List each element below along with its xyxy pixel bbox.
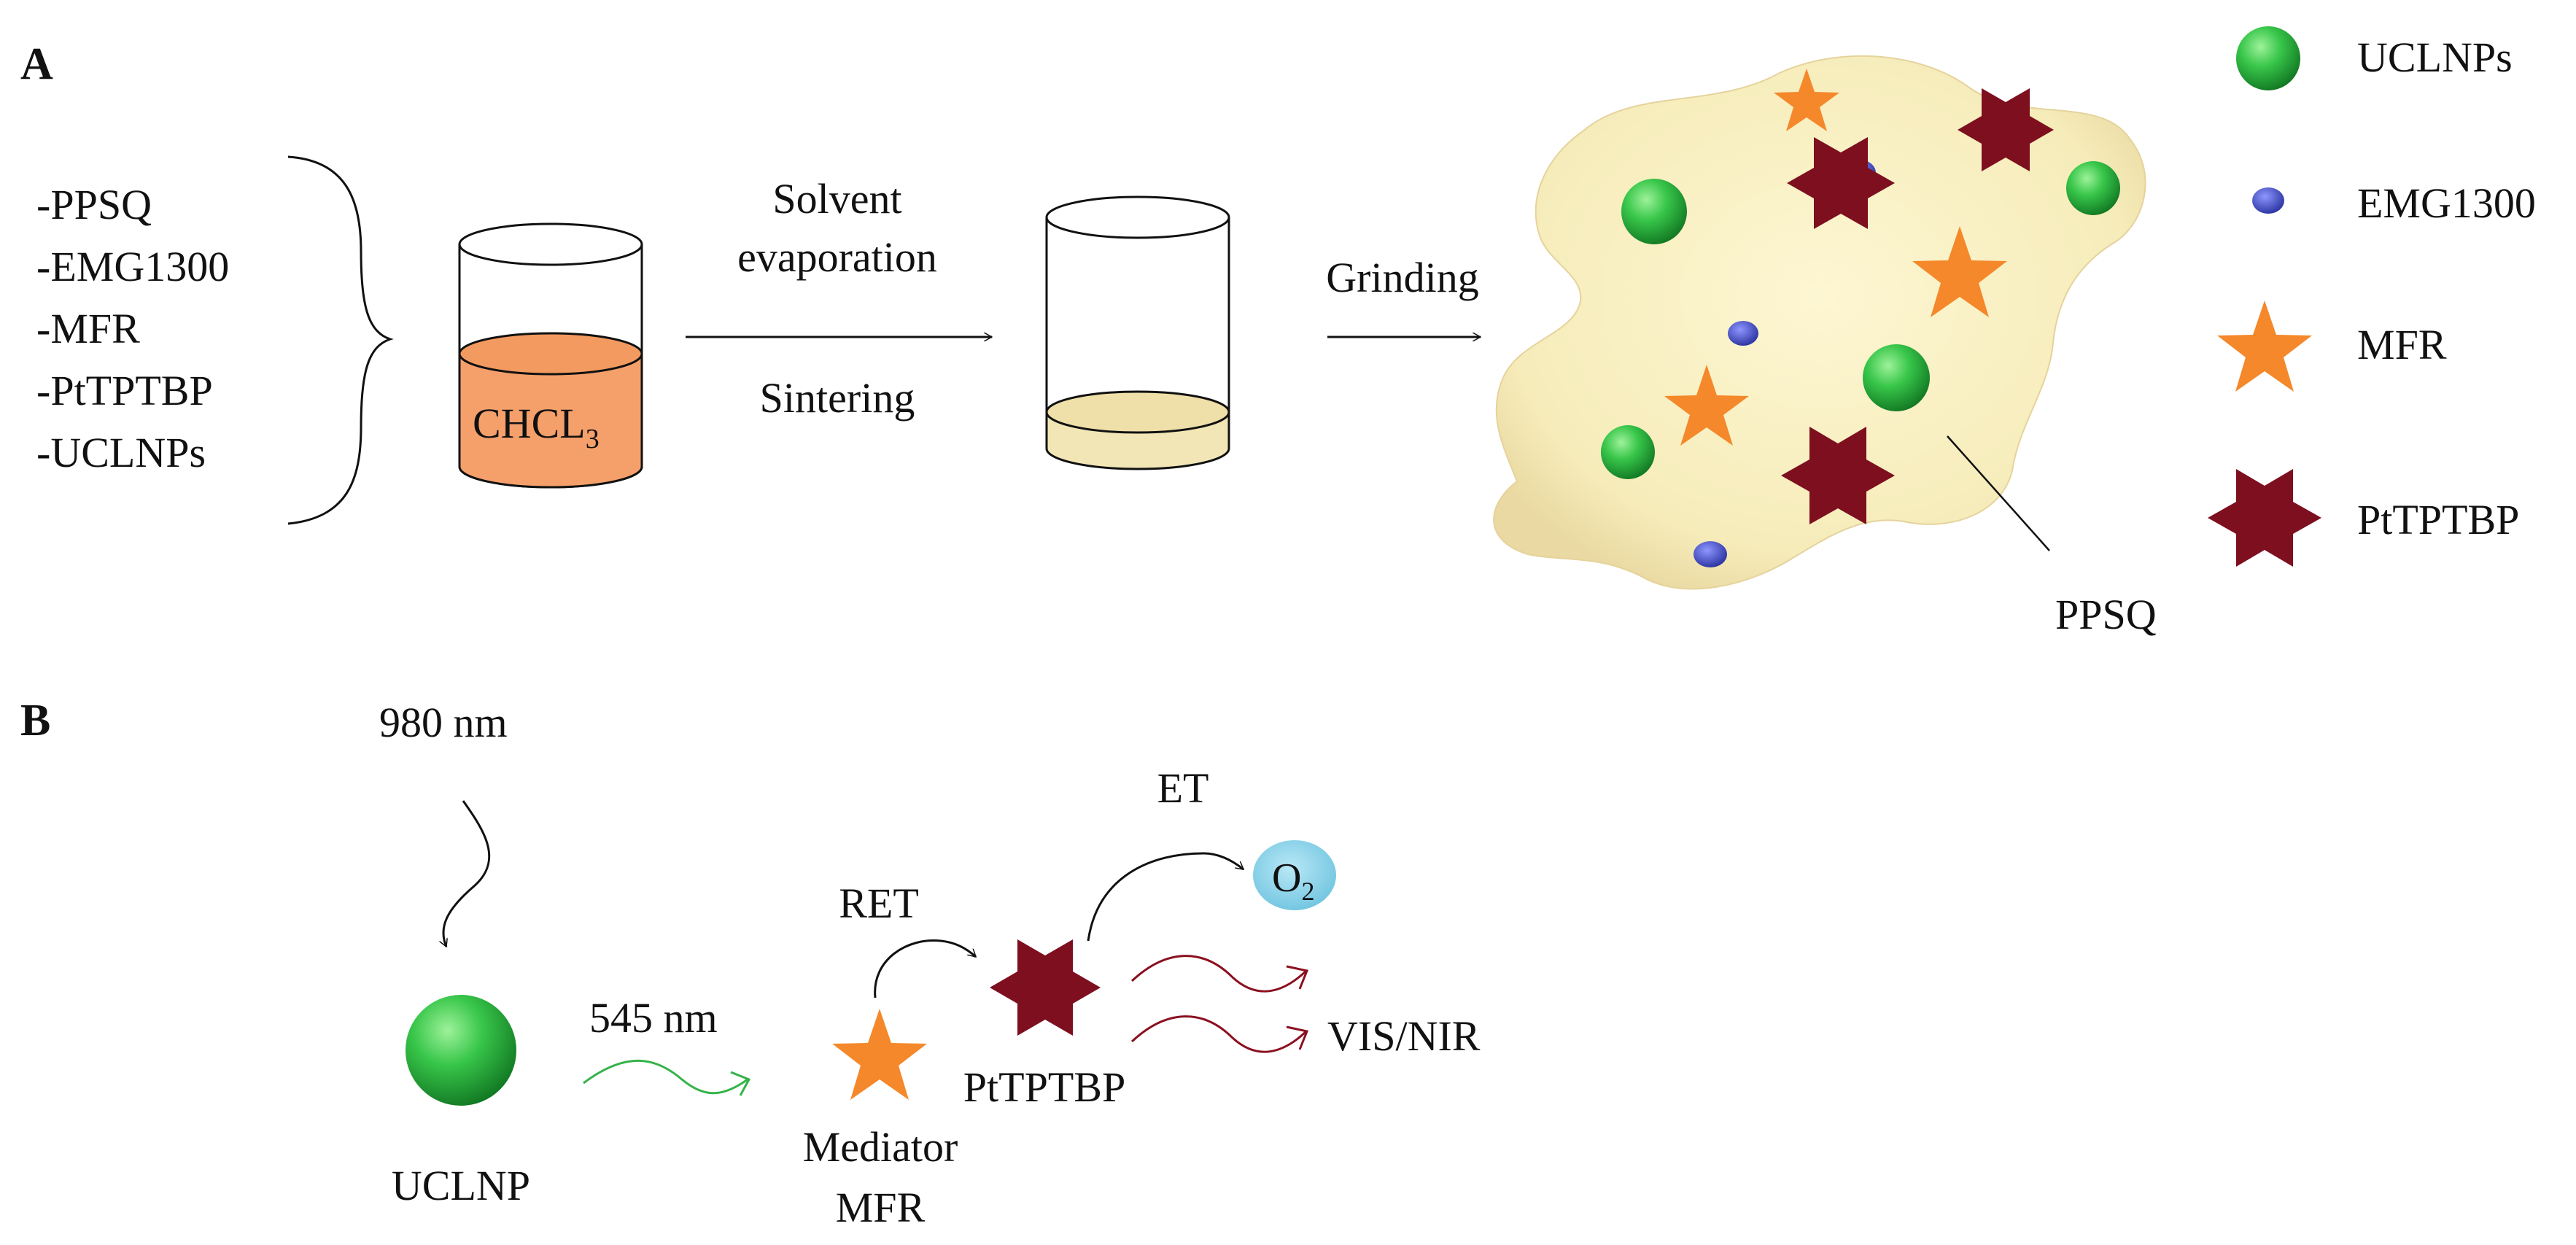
pttptbp-hexagram (1787, 137, 1895, 229)
solvent-subscript: 3 (586, 424, 600, 454)
mediator-label-line1: Mediator (803, 1123, 958, 1171)
ingredient-item: -UCLNPs (36, 429, 206, 476)
step1-top-line2: evaporation (737, 233, 937, 281)
pttptbp-hexagram (1958, 88, 2054, 171)
oxygen-subscript: 2 (1301, 877, 1314, 906)
uclnp-sphere (1621, 179, 1687, 244)
mediator-label-line2: MFR (836, 1184, 926, 1231)
panel-a-label: A (20, 39, 53, 89)
sensitizer-label: PtTPTBP (963, 1063, 1125, 1111)
excitation-label: 980 nm (379, 699, 508, 746)
phosphorescence-waves (1130, 955, 1309, 1053)
uclnp-sphere (406, 995, 516, 1106)
excitation-arrow (443, 800, 491, 947)
ingredient-item: -EMG1300 (36, 243, 229, 290)
oxygen-molecule (1253, 840, 1336, 910)
mfr-star (1912, 226, 2007, 317)
legend-label-mfr: MFR (2357, 321, 2447, 368)
emg1300-dot (1728, 321, 1758, 346)
emg1300-dot (1694, 541, 1727, 567)
panel-b-label: B (20, 696, 50, 745)
emission-wave-arrowhead (730, 1071, 751, 1096)
uclnp-sphere (1601, 425, 1655, 479)
legend-label-pttptbp: PtTPTBP (2357, 496, 2519, 543)
ingredient-list: -PPSQ -EMG1300 -MFR -PtTPTBP -UCLNPs (36, 181, 229, 476)
step1-bottom: Sintering (760, 374, 915, 422)
emission-wave (583, 1059, 748, 1095)
uclnp-sphere (2066, 161, 2120, 215)
output-label: VIS/NIR (1327, 1012, 1481, 1060)
solvent-label: CHCL3 (473, 400, 600, 454)
green-sphere-icon (2236, 26, 2300, 90)
dark-red-hexagram-icon (2208, 469, 2321, 567)
ingredient-item: -MFR (36, 305, 140, 352)
ingredient-item: -PPSQ (36, 181, 152, 228)
mfr-star (1664, 365, 1749, 446)
donor-label: UCLNP (392, 1162, 530, 1209)
pttptbp-hexagram (990, 939, 1101, 1036)
oxygen-label: O2 (1272, 856, 1314, 906)
ingredient-item: -PtTPTBP (36, 367, 213, 414)
uclnp-sphere (1863, 344, 1930, 411)
legend-label-uclnps: UCLNPs (2357, 34, 2513, 81)
mediator-mfr-star (832, 1009, 927, 1100)
beaker-sintered (1045, 195, 1230, 470)
legend: UCLNPs EMG1300 MFR PtTPTBP (2208, 26, 2536, 567)
ret-label: RET (839, 880, 919, 927)
orange-star-icon (2217, 300, 2312, 392)
ret-arrow (874, 939, 976, 998)
ppsq-label: PPSQ (2055, 591, 2157, 638)
blue-dot-icon (2252, 187, 2284, 214)
legend-label-emg1300: EMG1300 (2357, 179, 2536, 227)
pttptbp-hexagram (1781, 427, 1895, 524)
mfr-star (1774, 69, 1839, 131)
oxygen-symbol: O (1272, 856, 1301, 901)
step1-top-line1: Solvent (772, 175, 901, 222)
curly-brace (287, 155, 394, 525)
emission-label: 545 nm (589, 994, 718, 1042)
et-arrow (1087, 852, 1244, 942)
step2-label: Grinding (1326, 254, 1478, 301)
ppsq-pointer-line (1947, 435, 2050, 551)
et-label: ET (1157, 764, 1209, 812)
solvent-formula: CHCL (473, 400, 586, 447)
beaker-chcl3: CHCL3 (458, 222, 643, 489)
matrix-particles (1601, 69, 2120, 567)
